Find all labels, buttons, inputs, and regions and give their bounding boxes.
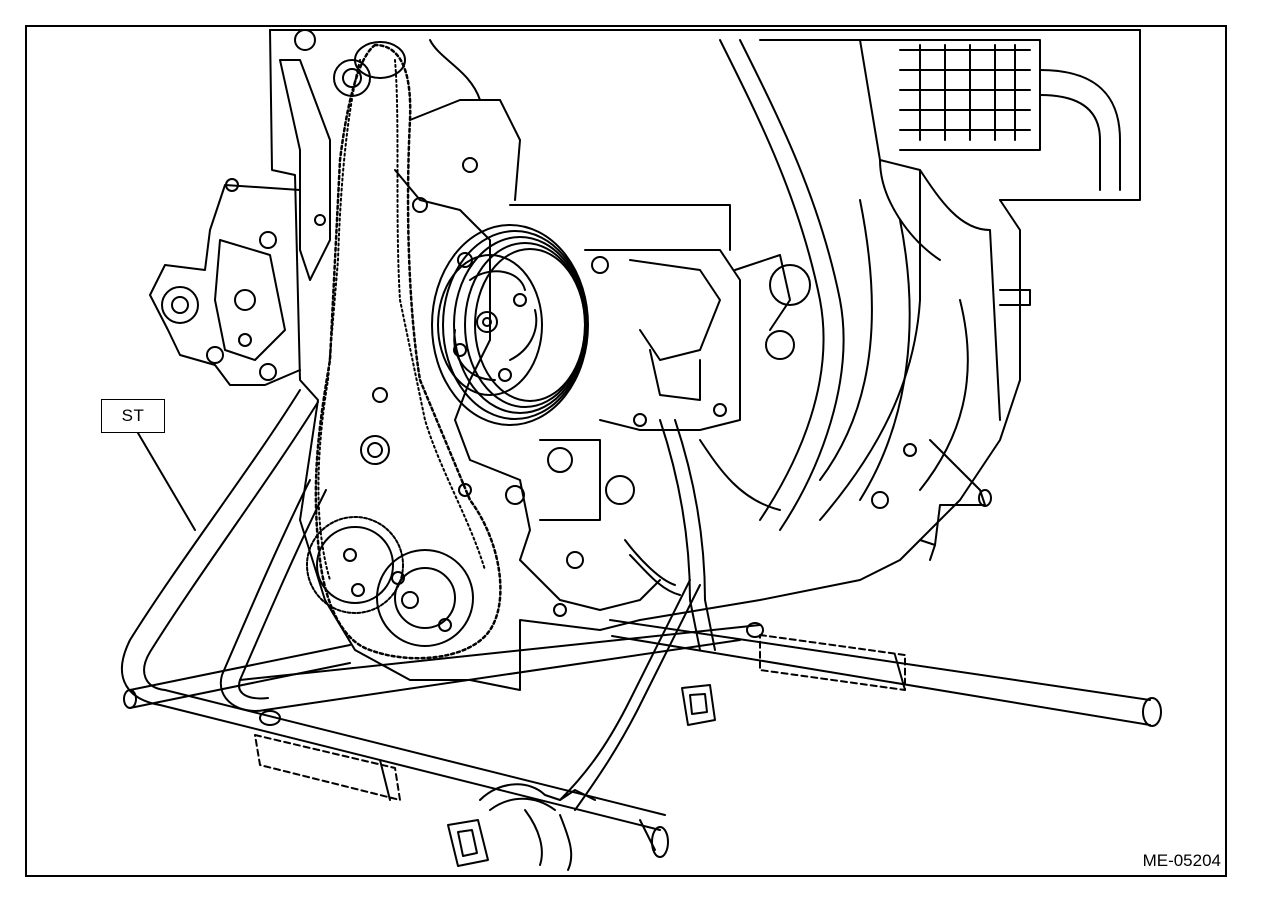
engine-stand bbox=[120, 389, 1162, 858]
callout-st-label: ST bbox=[101, 399, 165, 433]
wire-harness bbox=[447, 419, 716, 871]
callout-leader bbox=[137, 432, 196, 531]
engine-block bbox=[149, 29, 1141, 691]
figure-id: ME-05204 bbox=[1142, 851, 1221, 870]
figure-frame bbox=[25, 25, 1227, 877]
compressor-pulley bbox=[431, 204, 811, 431]
intake-manifold bbox=[719, 39, 1121, 561]
oil-pan-detail bbox=[519, 439, 781, 617]
